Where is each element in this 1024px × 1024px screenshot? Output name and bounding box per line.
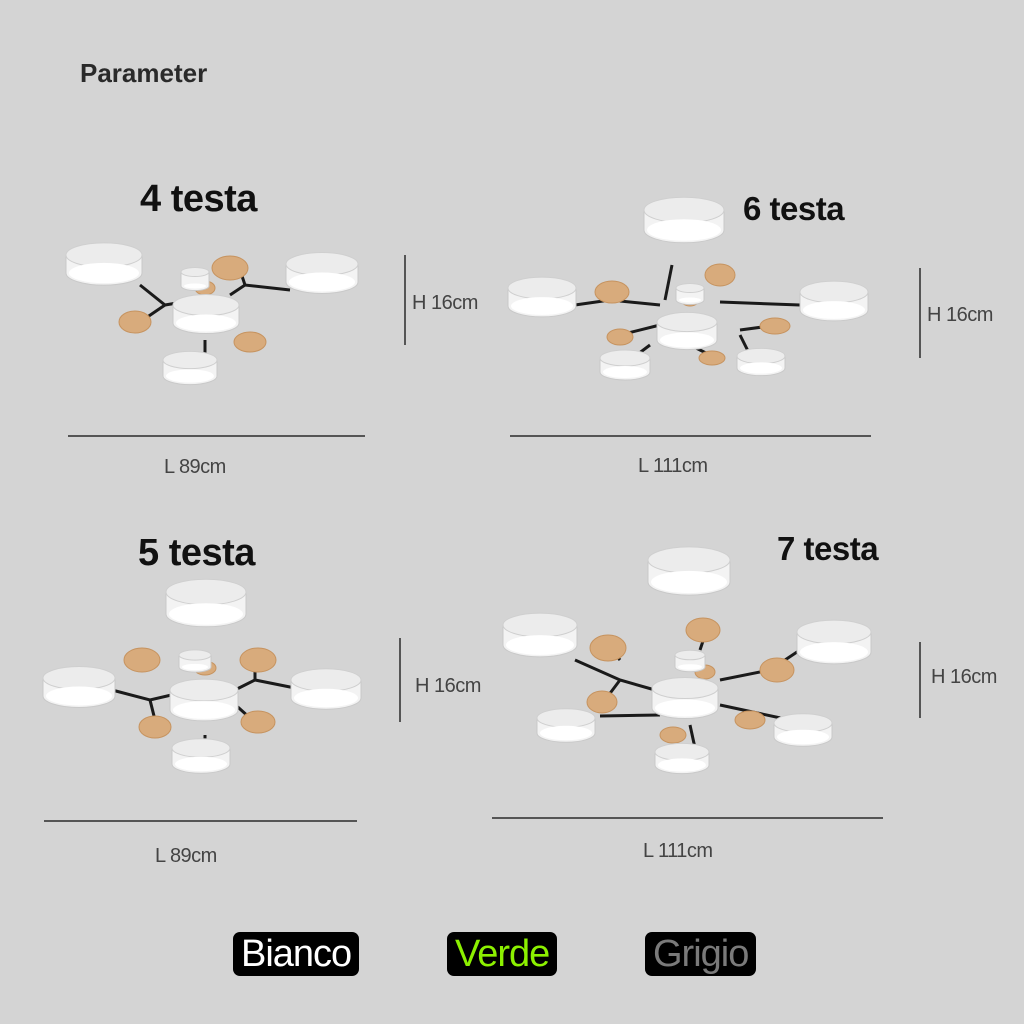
lamp-shade-light (777, 729, 829, 745)
length-label: L 111cm (638, 455, 708, 477)
lamp-shade-top (171, 738, 231, 758)
wood-disc (239, 647, 277, 673)
wood-disc (606, 328, 634, 346)
wood-disc (211, 255, 249, 281)
color-option-grigio: Grigio (645, 932, 757, 976)
wood-disc (698, 350, 726, 366)
wood-disc (589, 634, 627, 662)
color-option-bianco: Bianco (233, 932, 360, 976)
lamp-shade-top (180, 267, 210, 277)
lamp-shade-light (800, 642, 868, 662)
height-dimension-line (404, 255, 406, 345)
lamp-shade-light (69, 262, 139, 284)
length-dimension-line (44, 820, 357, 822)
lamp-shade-top (162, 350, 218, 370)
length-dimension-line (68, 435, 365, 437)
length-dimension-line (510, 435, 871, 437)
lamp-shade-top (290, 668, 362, 692)
wood-disc (594, 280, 630, 304)
height-label: H 16cm (931, 666, 997, 688)
lamp-shade-top (507, 276, 577, 300)
lamp-shade-light (506, 635, 574, 655)
lamp-shade-top (736, 347, 786, 365)
lamp-shade-light (603, 366, 647, 378)
lamp-shade-top (172, 293, 240, 317)
lamp-shade-light (173, 701, 235, 719)
wood-disc (704, 263, 736, 287)
variant-title-7: 7 testa (777, 530, 879, 567)
lamp-shade-top (536, 708, 596, 728)
lamp-shade-light (651, 570, 727, 594)
lamp-shade-top (654, 742, 710, 762)
lamp-arm (234, 678, 296, 692)
wood-disc (586, 690, 618, 714)
lamp-shade-light (166, 369, 214, 383)
height-label: H 16cm (927, 304, 993, 326)
lamp-shade-top (796, 619, 872, 645)
lamp-arm (599, 713, 661, 718)
variant-title-4: 4 testa (140, 178, 257, 220)
lamp-shade-top (285, 251, 359, 277)
lamp-shade-top (675, 283, 705, 293)
wood-disc (759, 657, 795, 683)
lamp-shade-light (540, 725, 592, 741)
wood-disc (233, 331, 267, 353)
lamp-shade-top (647, 546, 731, 574)
lamp-shade-light (294, 688, 358, 708)
lamp-shade-top (178, 649, 212, 661)
wood-disc (759, 317, 791, 335)
lamp-shade-light (169, 603, 243, 625)
length-dimension-line (492, 817, 883, 819)
lamp-shade-light (46, 686, 112, 706)
lamp-shade-top (42, 665, 116, 691)
lamp-shade-top (656, 311, 718, 333)
lamp-shade-top (674, 649, 706, 661)
lamp-shade-light (647, 219, 721, 241)
height-label: H 16cm (412, 292, 478, 314)
length-label: L 89cm (155, 845, 217, 867)
lamp-shade-light (655, 699, 715, 717)
lamp-shade-top (599, 349, 651, 367)
lamp-shade-light (803, 301, 865, 319)
lamp-shade-light (289, 272, 355, 292)
lamp-shade-light (658, 758, 706, 772)
length-label: L 111cm (643, 840, 713, 862)
variant-title-5: 5 testa (138, 532, 255, 574)
lamp-shade-light (679, 297, 701, 303)
lamp-shade-top (169, 678, 239, 702)
wood-disc (685, 617, 721, 643)
wood-disc (240, 710, 276, 734)
lamp-shade-top (773, 713, 833, 733)
wood-disc (118, 310, 152, 334)
height-dimension-line (919, 268, 921, 358)
lamp-shade-top (643, 196, 725, 224)
lamp-arm (719, 300, 801, 307)
wood-disc (138, 715, 172, 739)
color-option-verde: Verde (447, 932, 558, 976)
lamp-shade-light (182, 663, 208, 671)
lamp-shade-light (660, 332, 714, 348)
lamp-shade-top (651, 676, 719, 700)
lamp-shade-light (175, 756, 227, 772)
lamp-shade-top (502, 612, 578, 638)
parameter-heading: Parameter (80, 58, 208, 88)
lamp-shade-light (740, 362, 782, 374)
lamp-shade-light (511, 297, 573, 315)
lamp-arm (229, 283, 291, 297)
wood-disc (123, 647, 161, 673)
height-label: H 16cm (415, 675, 481, 697)
lamp-shade-light (176, 314, 236, 332)
lamp-shade-light (678, 664, 702, 670)
lamp-shade-light (184, 283, 206, 289)
lamp-shade-top (799, 280, 869, 304)
height-dimension-line (399, 638, 401, 722)
wood-disc (659, 726, 687, 744)
length-label: L 89cm (164, 456, 226, 478)
height-dimension-line (919, 642, 921, 718)
variant-title-6: 6 testa (743, 190, 845, 227)
wood-disc (734, 710, 766, 730)
lamp-arm (663, 264, 674, 301)
lamp-shade-top (165, 578, 247, 606)
